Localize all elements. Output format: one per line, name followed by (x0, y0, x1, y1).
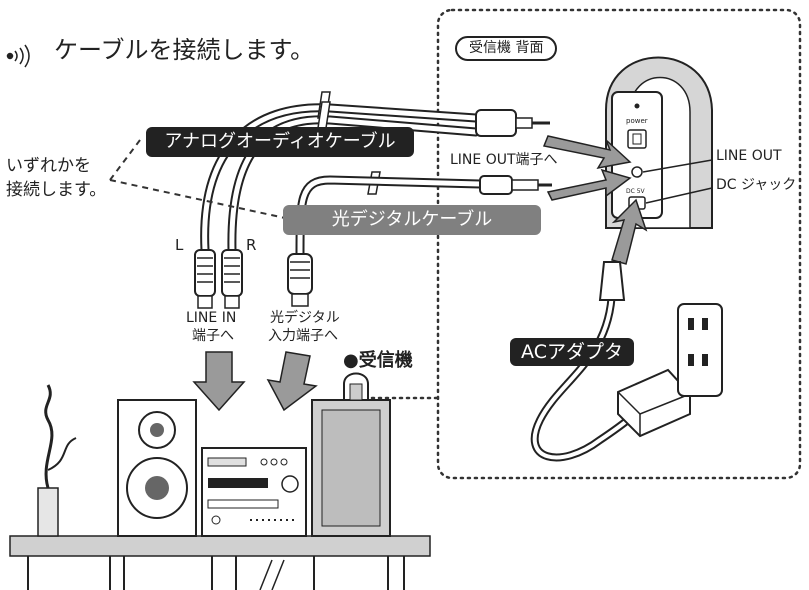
optical-cable (295, 175, 485, 260)
either-dashed-line (109, 139, 286, 219)
stereo-unit (201, 447, 307, 537)
channel-right-label: R (246, 236, 257, 254)
adapter-arrow (611, 198, 648, 265)
receiver-back-label: 受信機 背面 (455, 36, 558, 61)
ac-adapter-cord (530, 286, 654, 462)
dc-jack-callout: DC ジャック (716, 177, 797, 193)
optical-plug-end (287, 253, 313, 307)
channel-left-label: L (175, 236, 184, 254)
dc-arrow (546, 168, 632, 201)
dc-marking: DC 5V (626, 188, 645, 195)
ac-adapter-label: ACアダプタ (510, 338, 634, 366)
plant-vase (37, 384, 77, 537)
analog-plug (475, 109, 550, 137)
optical-in-port-label-1: 光デジタル (270, 310, 340, 326)
receiver-mini (343, 372, 369, 401)
line-out-port (631, 166, 643, 178)
optical-plug (479, 175, 552, 195)
line-out-arrow (542, 135, 632, 170)
shelf (9, 535, 431, 590)
line-out-callout-line (642, 159, 713, 173)
line-in-port-label-1: LINE IN (186, 310, 237, 326)
line-in-arrow (192, 351, 246, 412)
dc-plug (598, 261, 626, 301)
receiver-rear-panel-frame (436, 8, 802, 480)
rca-plug-left (194, 249, 216, 309)
sound-waves-icon (6, 44, 30, 68)
either-note-line2: 接続します。 (6, 180, 107, 200)
power-marking: power (626, 117, 648, 125)
receiver-unit (605, 56, 713, 229)
dc-jack-callout-line (645, 187, 713, 204)
line-out-port-label: LINE OUT端子へ (450, 152, 558, 168)
rca-plug-right (221, 249, 243, 309)
receiver-label: ●受信機 (343, 350, 413, 371)
either-note-line1: いずれかを (6, 156, 91, 176)
optical-in-port-label-2: 入力端子へ (268, 328, 338, 344)
line-in-port-label-2: 端子へ (192, 328, 234, 344)
heading-text: ケーブルを接続します。 (54, 36, 315, 64)
optical-in-arrow (266, 351, 318, 412)
right-speaker (311, 399, 391, 537)
left-speaker (117, 399, 197, 537)
line-out-callout: LINE OUT (716, 148, 782, 164)
analog-cable-label: アナログオーディオケーブル (146, 127, 414, 157)
wall-outlet (677, 303, 723, 397)
optical-cable-label: 光デジタルケーブル (283, 205, 541, 235)
ac-adapter (617, 368, 691, 438)
